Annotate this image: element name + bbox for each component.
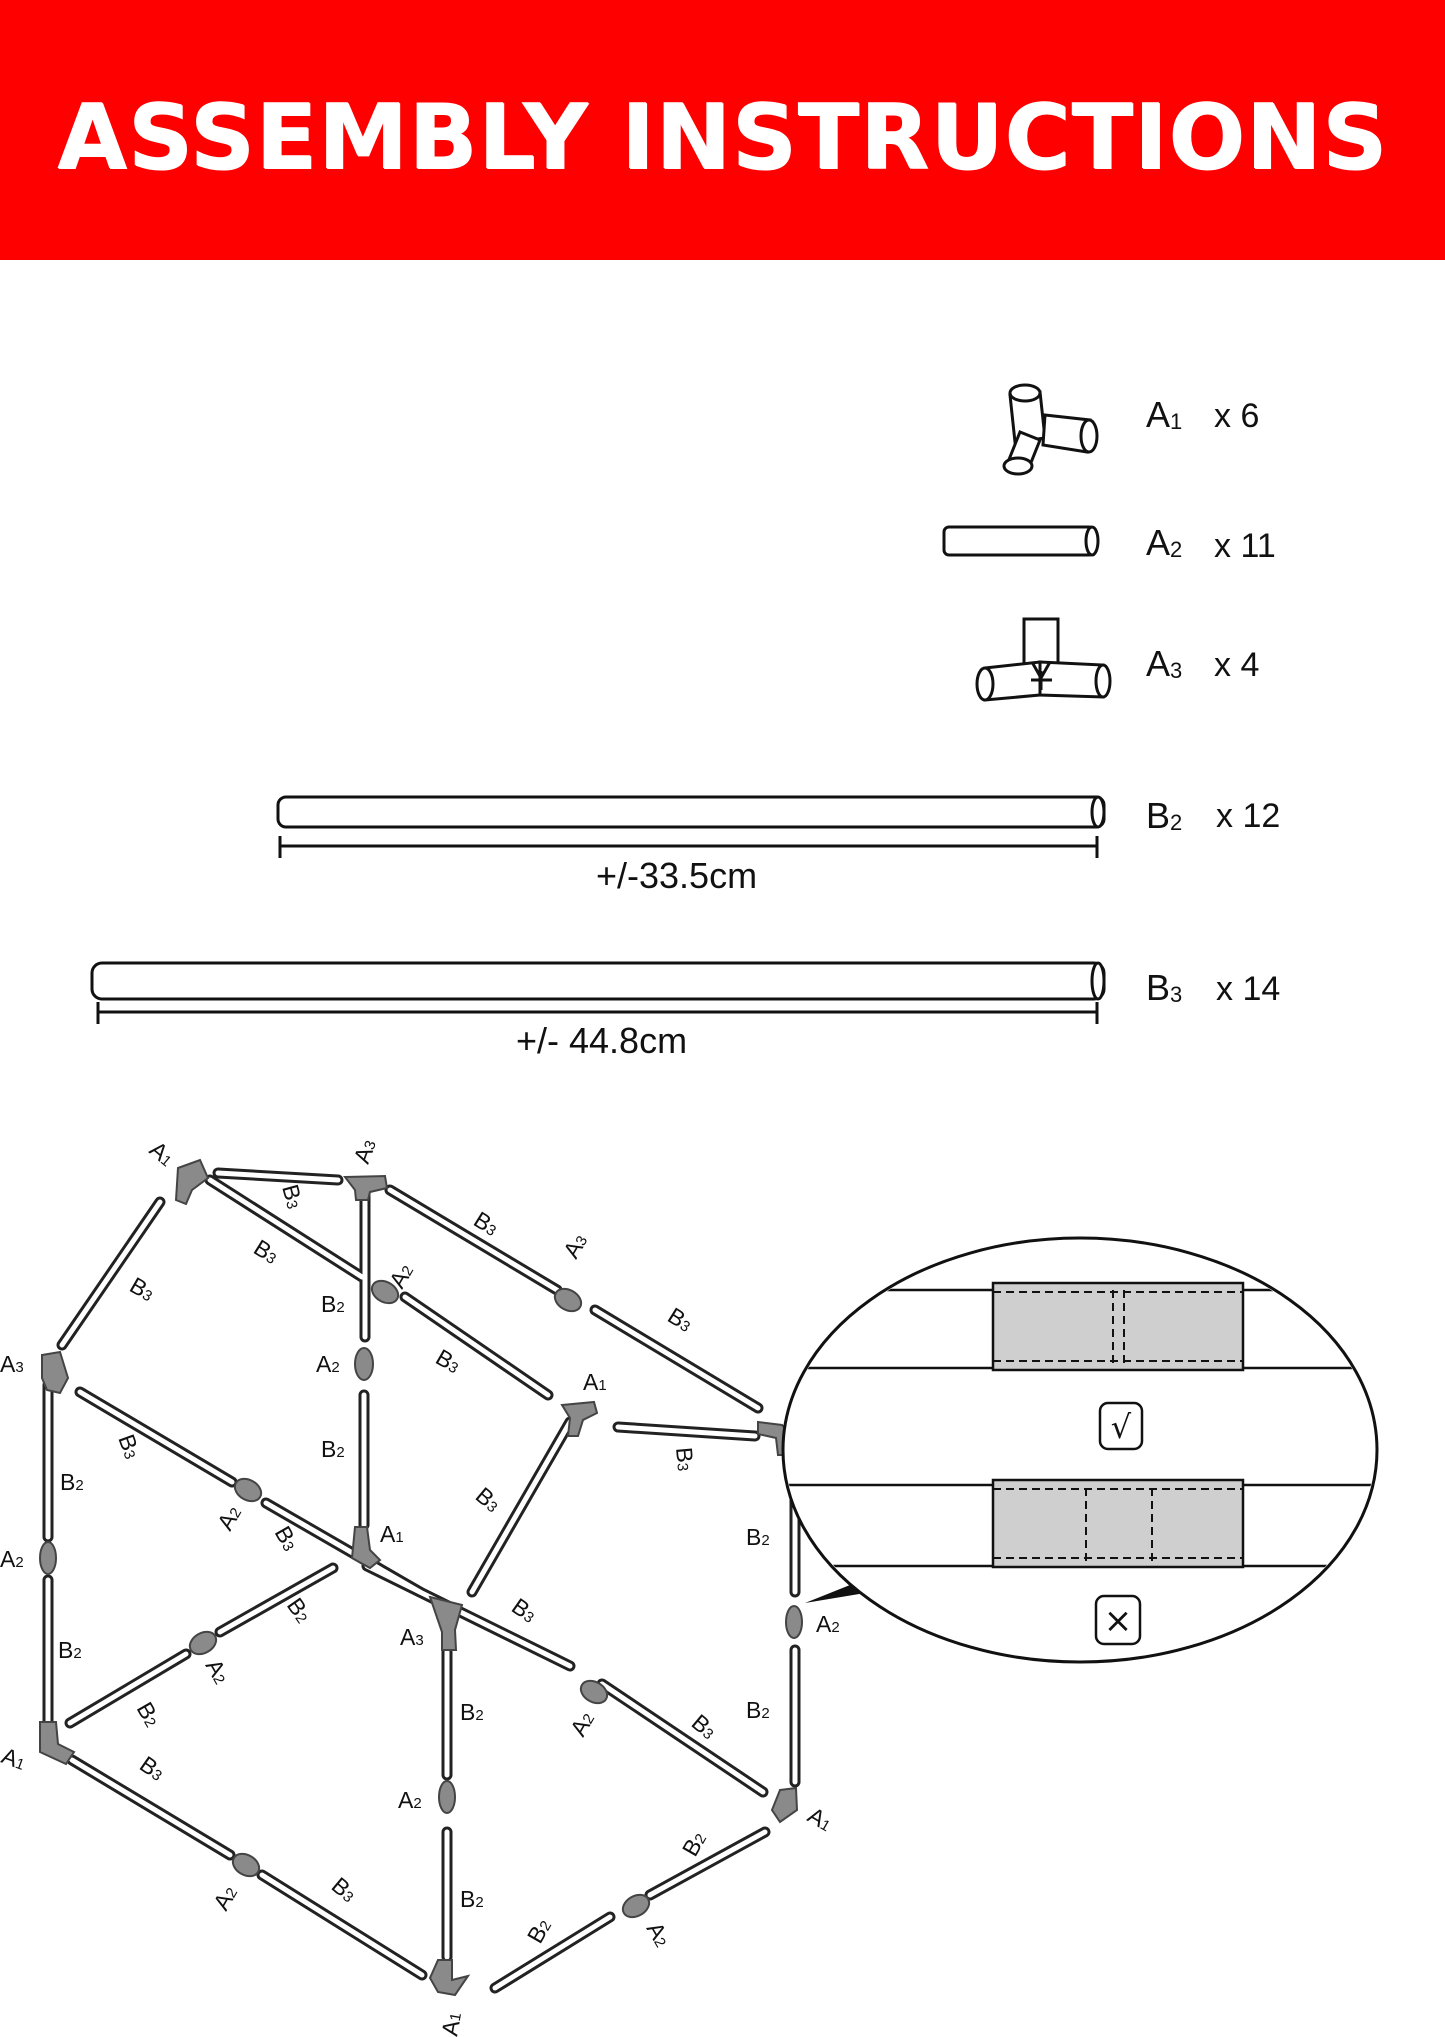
part-qty-b3: x 14 <box>1216 970 1281 1008</box>
svg-text:A1: A1 <box>0 1742 29 1775</box>
svg-text:A1: A1 <box>380 1521 404 1547</box>
svg-text:B2: B2 <box>677 1827 711 1861</box>
svg-text:B2: B2 <box>460 1699 484 1725</box>
svg-text:B3: B3 <box>432 1344 466 1378</box>
part-label-a1: A1 <box>1146 394 1183 435</box>
svg-text:B3: B3 <box>113 1431 146 1462</box>
svg-text:A3: A3 <box>0 1351 24 1377</box>
svg-text:A2: A2 <box>316 1351 340 1377</box>
svg-text:A1: A1 <box>145 1136 180 1171</box>
svg-text:B2: B2 <box>746 1697 770 1723</box>
detail-callout: √ × <box>781 1236 1379 1664</box>
part-qty-a1: x 6 <box>1214 397 1260 435</box>
svg-text:A1: A1 <box>436 2010 466 2037</box>
frame-connectors <box>39 1158 803 1997</box>
svg-text:B2: B2 <box>58 1637 82 1663</box>
svg-text:A2: A2 <box>208 1881 242 1915</box>
tube-b3-icon <box>90 961 1106 1024</box>
svg-text:A2: A2 <box>0 1546 24 1572</box>
svg-text:B3: B3 <box>249 1234 283 1269</box>
svg-text:B3: B3 <box>327 1872 362 1907</box>
svg-text:A3: A3 <box>558 1229 592 1263</box>
part-label-b2: B2 <box>1146 795 1183 836</box>
part-label-b3: B3 <box>1146 967 1183 1008</box>
correct-symbol: √ <box>1111 1408 1132 1446</box>
part-qty-a2: x 11 <box>1214 527 1276 565</box>
svg-text:A3: A3 <box>400 1624 424 1650</box>
part-label-a2: A2 <box>1146 522 1183 563</box>
frame-tubes <box>42 1167 801 1994</box>
svg-text:A2: A2 <box>565 1707 599 1741</box>
wrong-mark-icon <box>1094 1594 1142 1646</box>
svg-text:B2: B2 <box>321 1436 345 1462</box>
svg-text:A2: A2 <box>816 1611 840 1637</box>
svg-text:B3: B3 <box>135 1751 169 1786</box>
b3-length: +/- 44.8cm <box>516 1020 688 1061</box>
svg-text:A2: A2 <box>642 1918 676 1952</box>
connector-a3-icon <box>975 617 1112 702</box>
frame-tubes-inner <box>45 1170 798 1991</box>
svg-text:A1: A1 <box>804 1802 838 1836</box>
part-label-a3: A3 <box>1146 643 1183 684</box>
svg-text:B3: B3 <box>671 1446 699 1472</box>
b2-length: +/-33.5cm <box>596 855 758 896</box>
connector-a2-icon <box>942 525 1100 557</box>
wrong-symbol: × <box>1104 1601 1133 1641</box>
svg-text:B2: B2 <box>746 1524 770 1550</box>
page-title: ASSEMBLY INSTRUCTIONS <box>57 85 1388 190</box>
svg-text:A1: A1 <box>583 1369 607 1395</box>
svg-text:B2: B2 <box>132 1698 166 1732</box>
part-qty-a3: x 4 <box>1214 646 1260 684</box>
svg-text:B3: B3 <box>126 1272 160 1306</box>
svg-text:A2: A2 <box>212 1501 246 1535</box>
svg-text:B2: B2 <box>460 1886 484 1912</box>
correct-mark-icon <box>1098 1401 1144 1451</box>
svg-text:B3: B3 <box>663 1302 697 1337</box>
svg-text:A2: A2 <box>398 1787 422 1813</box>
svg-text:B3: B3 <box>277 1182 308 1212</box>
part-qty-b2: x 12 <box>1216 797 1281 835</box>
svg-text:B3: B3 <box>507 1593 541 1628</box>
svg-text:A3: A3 <box>348 1136 381 1167</box>
svg-text:B2: B2 <box>522 1914 556 1948</box>
tube-b2-icon <box>276 795 1106 858</box>
svg-text:A2: A2 <box>201 1655 235 1689</box>
svg-text:B2: B2 <box>321 1291 345 1317</box>
svg-text:B2: B2 <box>60 1469 84 1495</box>
header-banner: ASSEMBLY INSTRUCTIONS <box>0 0 1445 260</box>
connector-a1-icon <box>1002 383 1099 476</box>
svg-text:B3: B3 <box>471 1482 506 1517</box>
